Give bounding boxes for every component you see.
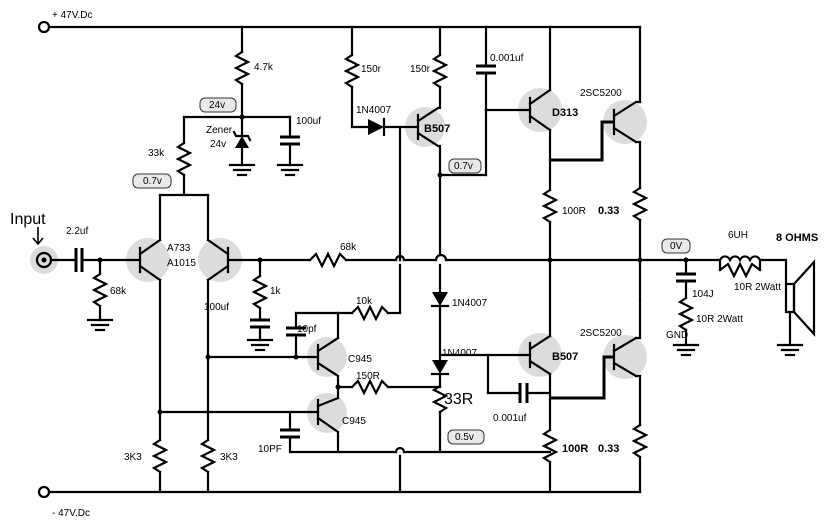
r-emitter-small-lower-label: 100R <box>562 443 588 455</box>
vas-stage <box>158 125 552 494</box>
input-section <box>32 227 142 332</box>
node-24v-label: 24v <box>209 100 225 111</box>
r-tail-left-label: 3K3 <box>124 452 142 463</box>
upper-cap-label: 0.001uf <box>490 53 524 64</box>
pair-label-1: A733 <box>167 243 191 254</box>
driver-lower-transistor-label: B507 <box>552 351 578 363</box>
power-lower-label: 2SC5200 <box>580 328 622 339</box>
lower-driver <box>430 263 552 454</box>
differential-pair <box>138 115 312 494</box>
labels: + 47V.Dc - 47V.Dc Input 2.2uf 68k A733 A… <box>10 10 818 519</box>
input-cap-label: 2.2uf <box>66 226 88 237</box>
r-tail-right-label: 3K3 <box>220 452 238 463</box>
r-150r-left-label: 150r <box>361 64 382 75</box>
power-upper-label: 2SC5200 <box>580 88 622 99</box>
zener-bias <box>228 25 304 177</box>
output-stage <box>528 25 649 494</box>
node-07v-label: 0.7v <box>143 176 162 187</box>
node-badges <box>132 97 691 445</box>
node-upper-label: 0.7v <box>454 161 473 172</box>
negative-rail-terminal <box>37 485 51 499</box>
r-150r-label: 150R <box>356 371 380 382</box>
lower-diode2-label: 1N4007 <box>442 348 477 359</box>
r-150r-right-label: 150r <box>410 64 431 75</box>
supply-rails <box>37 20 642 499</box>
zener-cap-label: 100uf <box>296 116 321 127</box>
driver-diode-label: 1N4007 <box>356 105 391 116</box>
vas-q2-label: C945 <box>342 416 366 427</box>
output-cap-label: 104J <box>692 289 714 300</box>
predriver-label: D313 <box>552 107 578 119</box>
gnd-label: GND <box>666 330 688 341</box>
r-zener-feed-label: 4.7k <box>254 62 274 73</box>
inductor-label: 6UH <box>728 230 748 241</box>
node-0v-label: 0V <box>670 241 683 252</box>
input-res-label: 68k <box>110 286 127 297</box>
r-feedback-label: 68k <box>340 242 357 253</box>
zener-label: Zener <box>206 125 233 136</box>
positive-rail-label: + 47V.Dc <box>52 10 93 21</box>
bias-res-label: 33R <box>444 391 473 408</box>
r-fb-ground-label: 1k <box>270 286 282 297</box>
cap-miller-label: 10pf <box>297 324 317 335</box>
vas-q1-label: C945 <box>348 354 372 365</box>
cap-fb-label: 100uf <box>204 302 229 313</box>
r-bias-label: 33k <box>148 148 165 159</box>
inductor-res-label: 10R 2Watt <box>734 282 781 293</box>
pair-label-2: A1015 <box>167 258 196 269</box>
speaker-label: 8 OHMS <box>776 232 818 244</box>
lower-cap-label: 0.001uf <box>493 413 527 424</box>
output-network <box>672 255 816 357</box>
zener-voltage-label: 24v <box>210 139 226 150</box>
lower-diode1-label: 1N4007 <box>452 298 487 309</box>
node-lower-label: 0.5v <box>455 432 474 443</box>
upper-driver <box>343 25 532 257</box>
driver-upper-transistor-label: B507 <box>424 123 450 135</box>
positive-rail-terminal <box>37 20 51 34</box>
cap-lower-label: 10PF <box>258 444 282 455</box>
input-label: Input <box>10 211 46 228</box>
output-res-label: 10R 2Watt <box>696 314 743 325</box>
r-emitter-upper-label: 0.33 <box>598 205 619 217</box>
r-emitter-lower-label: 0.33 <box>598 443 619 455</box>
r-10k-label: 10k <box>356 296 373 307</box>
r-emitter-small-upper-label: 100R <box>562 206 586 217</box>
negative-rail-label: - 47V.Dc <box>52 508 90 519</box>
